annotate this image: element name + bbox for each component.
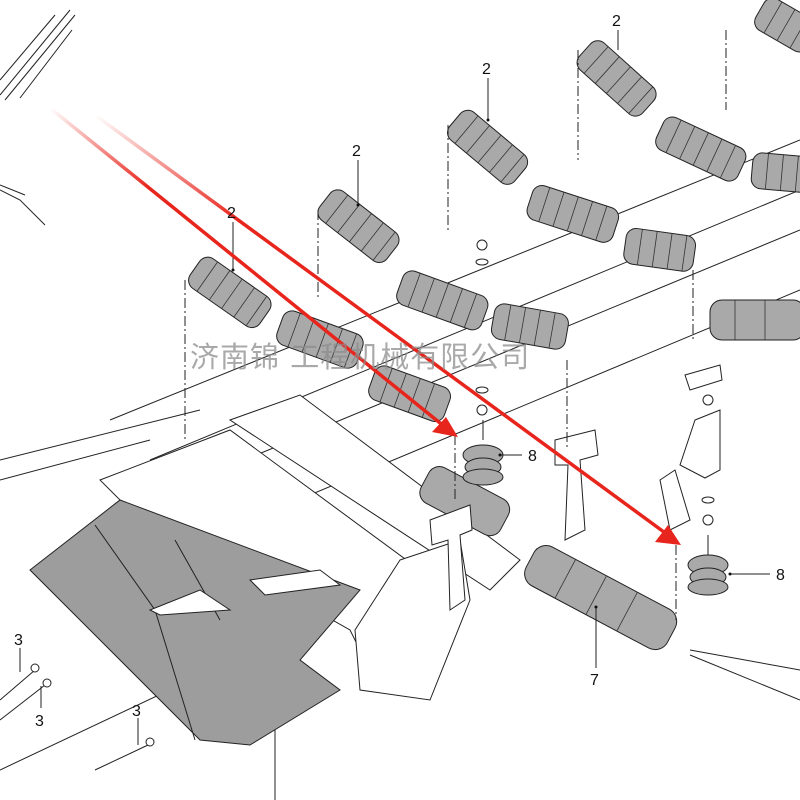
red-arrow [48,106,458,437]
idler-roller [188,256,272,329]
conveyor-belt [29,499,361,746]
callout-2: 2 [482,61,491,78]
idler-roller [750,152,800,193]
idler-roller [526,184,620,243]
impact-idler-sets [188,0,800,422]
idler-roller [396,270,489,331]
fasteners [475,239,715,526]
company-watermark: 济南锦 工程机械有限公司 [190,340,531,374]
idler-roller [754,0,800,53]
callout-2: 2 [227,205,236,222]
callout-8: 8 [776,567,785,584]
callout-2: 2 [352,143,361,160]
bolts [0,663,155,771]
idler-roller [490,303,569,350]
idler-roller [655,116,747,182]
rubber-buffer [462,420,504,486]
idler-roller [317,189,400,263]
idler-roller [709,299,800,341]
return-roller [524,545,678,651]
brackets [429,364,723,611]
callout-7: 7 [590,672,599,689]
rubber-buffer [687,535,729,596]
red-arrow [93,113,681,545]
leader-lines [19,30,770,800]
callout-3: 3 [35,713,44,730]
idler-roller [276,310,364,369]
idler-roller [576,40,657,117]
idler-roller [623,227,697,272]
assembly-axes [184,30,727,620]
upper-left-machinery [0,9,76,226]
idler-roller [447,109,529,185]
callout-3: 3 [14,632,23,649]
callout-3: 3 [132,703,141,720]
callout-2: 2 [612,13,621,30]
callout-8: 8 [528,448,537,465]
